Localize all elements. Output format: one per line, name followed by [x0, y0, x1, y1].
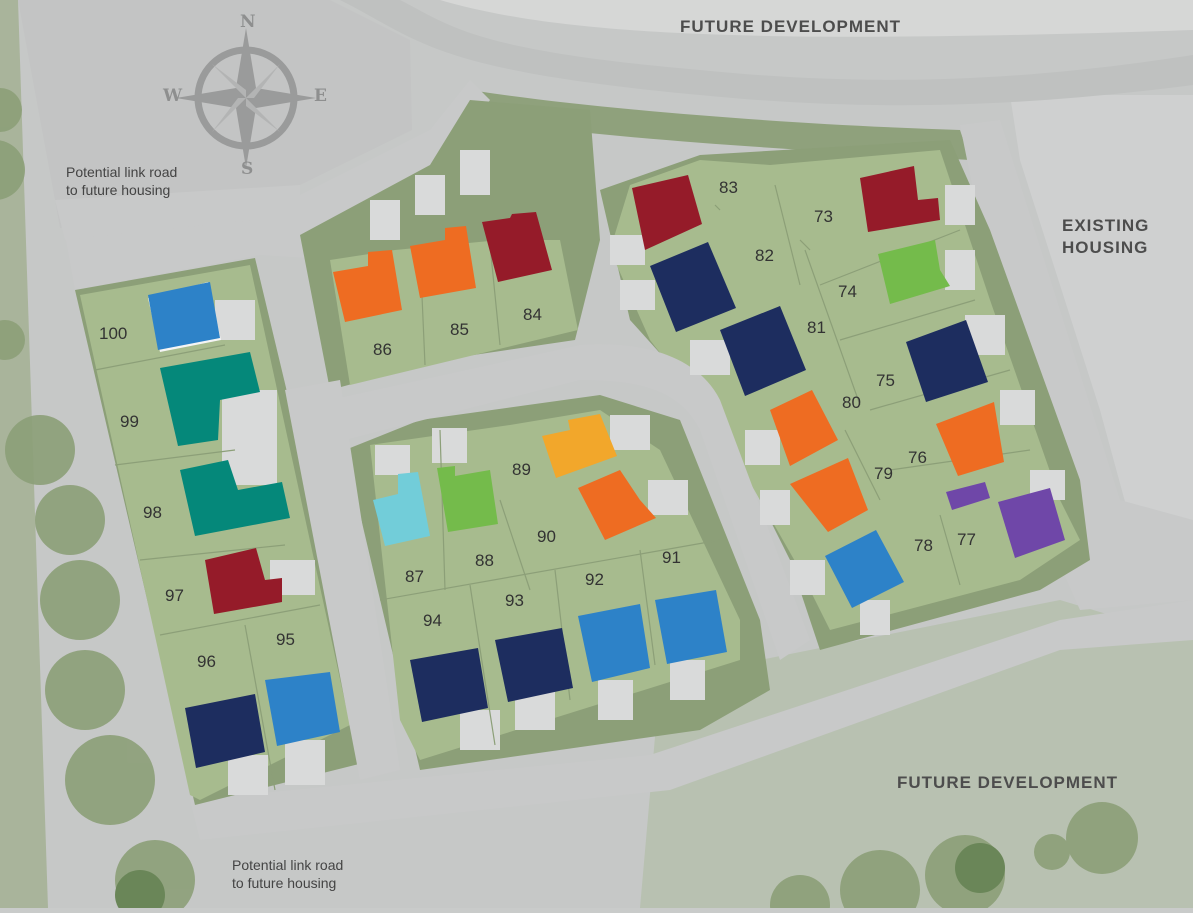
plot-numbers: 100 99 98 97 96 95 86 85 84 87 88 89 90 …: [99, 178, 976, 671]
house-plot-86[interactable]: [333, 250, 402, 322]
existing-housing-label-1: EXISTING: [1062, 216, 1149, 235]
future-development-label-bottom: FUTURE DEVELOPMENT: [897, 773, 1118, 792]
future-development-top-land: [440, 0, 1193, 37]
house-plot-99[interactable]: [160, 352, 260, 446]
plot-number: 84: [523, 305, 542, 324]
plot-number: 74: [838, 282, 857, 301]
plot-number: 81: [807, 318, 826, 337]
main-road-top: [340, 0, 1193, 106]
house-plot-83[interactable]: [632, 175, 702, 250]
plot-number: 80: [842, 393, 861, 412]
driveways: [215, 150, 1065, 795]
house-plot-92[interactable]: [578, 604, 650, 682]
house-plot-84[interactable]: [482, 212, 552, 282]
house-plot-90[interactable]: [578, 470, 656, 540]
plot-number: 91: [662, 548, 681, 567]
plot-number: 89: [512, 460, 531, 479]
house-plot-81[interactable]: [720, 306, 806, 396]
plot-number: 95: [276, 630, 295, 649]
link-road-note-bottom-2: to future housing: [232, 875, 336, 891]
house-plot-82[interactable]: [650, 242, 736, 332]
plot-number: 78: [914, 536, 933, 555]
house-plot-93[interactable]: [495, 628, 573, 702]
house-plot-73[interactable]: [860, 166, 940, 232]
house-plot-75[interactable]: [906, 320, 988, 402]
plot-number: 87: [405, 567, 424, 586]
plot-number: 75: [876, 371, 895, 390]
plot-number: 85: [450, 320, 469, 339]
house-plot-80[interactable]: [770, 390, 838, 466]
future-development-label-top: FUTURE DEVELOPMENT: [680, 17, 901, 36]
house-plot-95[interactable]: [265, 672, 340, 746]
compass-south: S: [241, 159, 253, 179]
road-top-left: [65, 80, 490, 290]
existing-housing-area: [1010, 95, 1193, 545]
plot-number: 97: [165, 586, 184, 605]
road-right: [960, 120, 1193, 610]
house-plot-78[interactable]: [825, 530, 904, 608]
plot-number: 94: [423, 611, 442, 630]
house-plot-98[interactable]: [180, 460, 290, 536]
block-a: [80, 265, 350, 800]
plot-number: 76: [908, 448, 927, 467]
plot-number: 92: [585, 570, 604, 589]
house-plot-94[interactable]: [410, 648, 488, 722]
house-plot-97[interactable]: [205, 548, 282, 614]
plot-number: 99: [120, 412, 139, 431]
road-left-inner: [285, 380, 400, 780]
house-plot-74[interactable]: [878, 240, 950, 304]
top-left-land: [18, 0, 412, 228]
link-road-note-top-1: Potential link road: [66, 164, 177, 180]
house-plot-85[interactable]: [410, 226, 476, 298]
link-road-note-bottom-1: Potential link road: [232, 857, 343, 873]
road-bottom: [190, 600, 1193, 840]
houses: [148, 166, 1065, 768]
plot-number: 73: [814, 207, 833, 226]
house-plot-88[interactable]: [437, 466, 498, 532]
plot-number: 100: [99, 324, 127, 343]
existing-housing-label-2: HOUSING: [1062, 238, 1148, 257]
house-plot-89[interactable]: [542, 414, 617, 478]
house-plot-91[interactable]: [655, 590, 727, 664]
plot-number: 93: [505, 591, 524, 610]
compass-west: W: [162, 86, 183, 106]
house-plot-96[interactable]: [185, 694, 265, 768]
plot-number: 77: [957, 530, 976, 549]
plot-number: 98: [143, 503, 162, 522]
road-link-top: [55, 185, 300, 240]
tree-dark: [955, 843, 1005, 893]
future-development-land: [640, 600, 1193, 908]
house-plot-79[interactable]: [790, 458, 868, 532]
compass-north: N: [240, 12, 256, 32]
plot-number: 96: [197, 652, 216, 671]
plot-number: 88: [475, 551, 494, 570]
house-plot-77[interactable]: [946, 482, 1065, 558]
house-plot-87[interactable]: [373, 472, 430, 546]
plot-number: 90: [537, 527, 556, 546]
plot-number: 82: [755, 246, 774, 265]
plot-number: 83: [719, 178, 738, 197]
link-road-note-top-2: to future housing: [66, 182, 170, 198]
compass-east: E: [314, 86, 327, 106]
tree-dark: [115, 870, 165, 913]
house-plot-100[interactable]: [148, 282, 221, 352]
plot-number: 79: [874, 464, 893, 483]
verge-top: [470, 90, 970, 160]
plot-number: 86: [373, 340, 392, 359]
compass-rose: N S E W: [162, 12, 327, 179]
trees: [0, 88, 1138, 913]
house-plot-76[interactable]: [936, 402, 1004, 476]
